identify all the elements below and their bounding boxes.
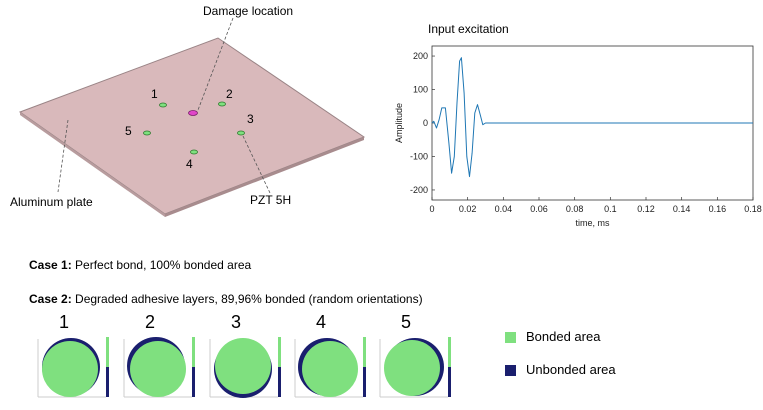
aluminum-plate <box>18 37 366 215</box>
bond-map-3-colorbar-top <box>278 337 281 367</box>
bond-map-2 <box>123 337 195 398</box>
sensor-label-3: 3 <box>247 112 254 126</box>
excitation-chart: 0 0.02 0.04 0.06 0.08 0.1 0.12 0.14 0.16 0.18 -200… <box>390 40 763 235</box>
bond-map-4 <box>294 337 366 398</box>
bond-map-5-colorbar-top <box>448 337 451 367</box>
pzt-label: PZT 5H <box>250 193 292 207</box>
y-axis-label: Amplitude <box>394 103 404 143</box>
case1-label: Case 1: <box>29 258 72 272</box>
series-line-0 <box>431 57 753 178</box>
sensor-4 <box>190 149 198 155</box>
sensor-label-4: 4 <box>186 157 193 171</box>
x-tick-label: 0.04 <box>495 204 513 214</box>
chart-title: Input excitation <box>428 22 509 36</box>
excitation-chart-svg: 0 0.02 0.04 0.06 0.08 0.1 0.12 0.14 0.16 0.18 -200… <box>394 45 762 228</box>
bond-map-2-colorbar-bottom <box>192 367 195 397</box>
bond-map-label-3: 3 <box>230 312 241 332</box>
damage-location-label: Damage location <box>203 4 294 18</box>
bond-map-1-bonded <box>42 341 98 397</box>
x-axis-label: time, ms <box>575 218 610 228</box>
x-tick-label: 0.02 <box>459 204 477 214</box>
bond-map-1 <box>37 337 109 398</box>
bond-maps-svg <box>37 337 451 398</box>
case2-line: Case 2: Degraded adhesive layers, 89,96%… <box>29 292 423 306</box>
bonded-legend-label: Bonded area <box>526 329 601 344</box>
sensor-label-2: 2 <box>226 87 233 101</box>
bond-map-2-bonded <box>130 341 186 397</box>
bond-map-label-5: 5 <box>400 312 411 332</box>
sensor-3 <box>237 130 245 136</box>
y-tick-label: 100 <box>413 85 428 95</box>
pzt-leader-line <box>242 135 271 194</box>
bond-map-label-1: 1 <box>58 312 69 332</box>
unbonded-legend-label: Unbonded area <box>526 362 616 377</box>
x-tick-label: 0.14 <box>673 204 691 214</box>
x-tick-label: 0.08 <box>566 204 584 214</box>
x-tick-label: 0.18 <box>744 204 762 214</box>
x-tick-label: 0.16 <box>709 204 727 214</box>
y-tick-label: -200 <box>410 185 428 195</box>
plate-figure <box>0 0 400 235</box>
bond-map-5-colorbar-bottom <box>448 367 451 397</box>
sensor-2 <box>218 101 226 107</box>
y-tick-label: -100 <box>410 151 428 161</box>
bond-map-4-colorbar-bottom <box>363 367 366 397</box>
y-tick-label: 0 <box>423 118 428 128</box>
damage-marker <box>188 110 198 116</box>
aluminum-leader-line <box>57 119 69 193</box>
damage-leader-line <box>197 17 234 111</box>
bond-map-5-bonded <box>384 340 440 396</box>
bond-map-3-bonded <box>215 338 271 394</box>
sensor-label-1: 1 <box>151 87 158 101</box>
unbonded-legend-swatch <box>505 365 516 376</box>
bond-map-3 <box>209 337 281 398</box>
bond-map-label-4: 4 <box>315 312 326 332</box>
bond-map-2-colorbar-top <box>192 337 195 367</box>
y-tick-label: 200 <box>413 51 428 61</box>
bond-maps <box>0 335 470 405</box>
bond-map-1-colorbar-bottom <box>106 367 109 397</box>
case2-label: Case 2: <box>29 292 72 306</box>
bonded-legend-swatch <box>505 332 516 343</box>
bond-map-5 <box>379 337 451 398</box>
case1-text: Perfect bond, 100% bonded area <box>75 258 252 272</box>
bond-map-1-colorbar-top <box>106 337 109 367</box>
x-tick-label: 0.1 <box>604 204 617 214</box>
bond-map-4-colorbar-top <box>363 337 366 367</box>
plate-edge-right <box>165 137 364 217</box>
x-tick-label: 0 <box>429 204 434 214</box>
bond-map-label-2: 2 <box>144 312 155 332</box>
sensor-1 <box>159 102 167 108</box>
case2-text: Degraded adhesive layers, 89,96% bonded … <box>75 292 423 306</box>
case1-line: Case 1: Perfect bond, 100% bonded area <box>29 258 251 272</box>
bond-map-3-colorbar-bottom <box>278 367 281 397</box>
x-tick-label: 0.12 <box>637 204 655 214</box>
aluminum-plate-label: Aluminum plate <box>10 195 93 209</box>
sensor-label-5: 5 <box>125 124 132 138</box>
plate-edge <box>20 112 165 217</box>
bond-map-4-bonded <box>302 341 358 397</box>
sensor-5 <box>143 130 151 136</box>
x-tick-label: 0.06 <box>530 204 548 214</box>
plate-svg <box>18 17 366 217</box>
